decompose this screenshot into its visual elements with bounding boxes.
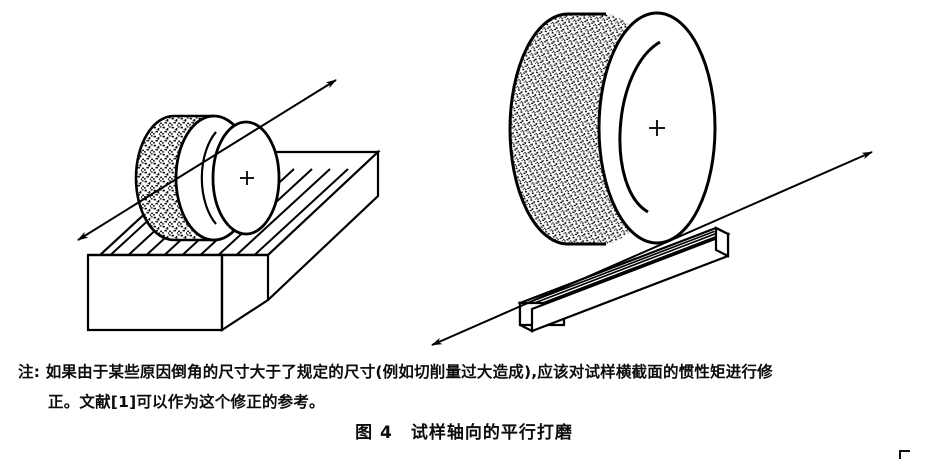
note-line-2: 正。文献[1]可以作为这个修正的参考。 <box>48 393 325 411</box>
figure-caption: 图 4 试样轴向的平行打磨 <box>355 423 573 443</box>
left-grinding-direction-arrow <box>77 79 337 241</box>
page-corner-mark <box>899 450 910 459</box>
left-panel-group <box>77 79 381 333</box>
left-bar-end-face <box>86 253 224 332</box>
right-grinding-direction-arrow <box>431 151 873 346</box>
right-bar-right-end <box>714 226 730 258</box>
figure-drawing <box>77 11 873 346</box>
figure-illustration-area <box>77 11 873 346</box>
note-line-1: 注: 如果由于某些原因倒角的尺寸大于了规定的尺寸(例如切削量过大造成),应该对试… <box>18 363 773 381</box>
right-panel-group <box>431 11 873 346</box>
figure-note: 注: 如果由于某些原因倒角的尺寸大于了规定的尺寸(例如切削量过大造成),应该对试… <box>18 357 914 417</box>
right-grinding-wheel <box>508 11 717 246</box>
left-grinding-wheel <box>134 114 281 242</box>
right-wheel-center-cross-icon <box>649 120 665 136</box>
